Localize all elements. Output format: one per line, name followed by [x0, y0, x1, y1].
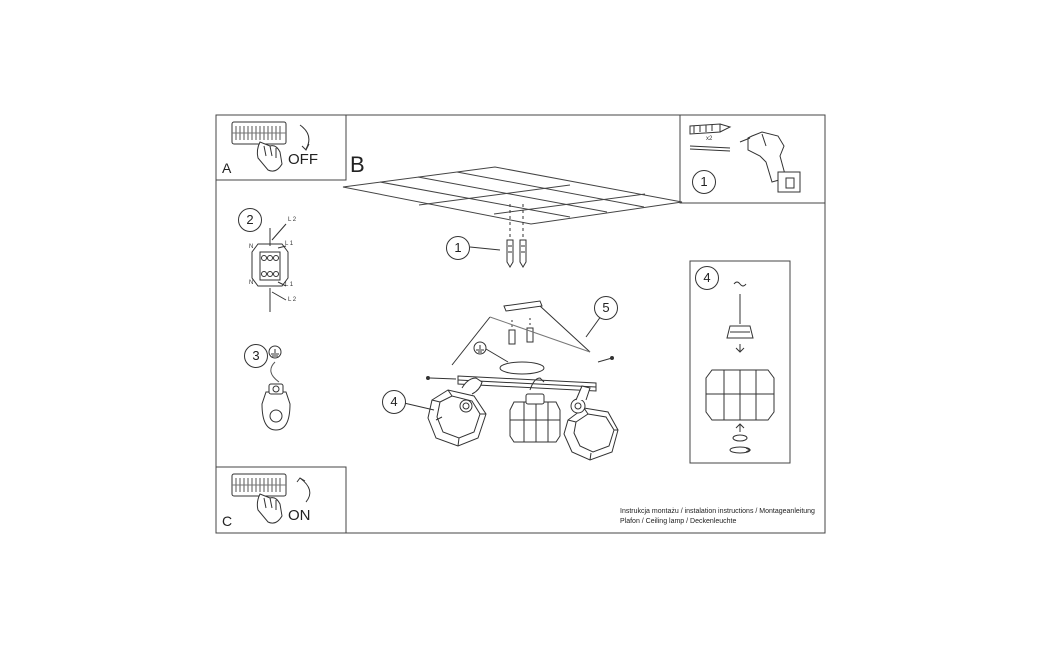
wire-label: L 1	[285, 282, 294, 288]
ground-terminal-icon	[261, 345, 291, 431]
mounting-bracket	[503, 300, 543, 345]
drill-icon	[739, 131, 801, 193]
tools-frame	[679, 114, 826, 204]
detail-frame	[689, 260, 791, 464]
arrow-up-icon	[299, 477, 311, 503]
arrow-down-icon	[299, 124, 310, 150]
cage-shade-center	[509, 377, 561, 443]
wire-label: L 1	[285, 241, 294, 247]
wall-plugs-icon	[506, 204, 527, 268]
tools-step-1-badge: 1	[692, 170, 716, 194]
caption-line-2: Plafon / Ceiling lamp / Deckenleuchte	[620, 518, 737, 525]
ground-symbol-icon	[473, 341, 509, 363]
panel-a-letter: A	[222, 160, 232, 176]
wire-label: N	[249, 244, 254, 250]
breaker-off-icon	[231, 121, 287, 172]
step-3-badge: 3	[244, 344, 268, 368]
step-1-badge: 1	[446, 236, 470, 260]
panel-b-letter: B	[350, 152, 365, 177]
wire-label: L 2	[288, 217, 297, 223]
lamp-bar	[426, 356, 614, 392]
panel-a-frame	[215, 114, 347, 181]
caption-line-1: Instrukcja montażu / instalation instruc…	[620, 508, 815, 515]
step-5-badge: 5	[594, 296, 618, 320]
panel-c-frame	[215, 466, 347, 534]
cage-shade-right	[563, 385, 619, 461]
cage-shade-left	[427, 377, 487, 447]
terminal-block-icon	[251, 223, 289, 312]
breaker-on-icon	[231, 473, 287, 524]
ceiling-plane	[342, 166, 683, 225]
step-4-badge: 4	[382, 390, 406, 414]
panel-a-state: OFF	[288, 151, 318, 168]
detail-socket-assembly	[705, 281, 775, 454]
wire-label: L 2	[288, 297, 297, 303]
panel-c-state: ON	[288, 507, 311, 524]
outer-frame	[215, 114, 826, 534]
panel-c-letter: C	[222, 513, 233, 529]
detail-step-4-badge: 4	[695, 266, 719, 290]
wire-label: N	[249, 280, 254, 286]
screw-and-plug-icon	[689, 123, 732, 152]
tools-quantity: x2	[706, 136, 713, 142]
step-2-badge: 2	[238, 208, 262, 232]
